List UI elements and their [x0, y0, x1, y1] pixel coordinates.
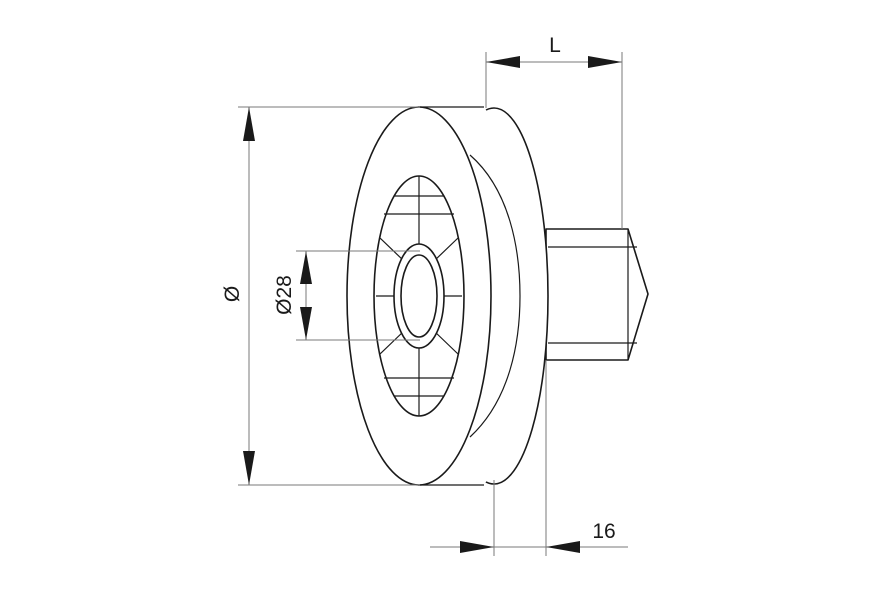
- groove-curve: [469, 154, 521, 438]
- dimension-length: [485, 52, 623, 229]
- bore-hole: [400, 254, 438, 338]
- dimension-width: [430, 360, 628, 556]
- dimension-bore-diameter: [296, 250, 420, 341]
- length-label: L: [549, 34, 561, 57]
- drive-shaft: [545, 228, 649, 361]
- bore-diameter-label: Ø28: [273, 275, 296, 315]
- width-label: 16: [592, 520, 615, 543]
- dimension-outer-diameter: [238, 106, 420, 486]
- outer-diameter-label: Ø: [221, 286, 244, 302]
